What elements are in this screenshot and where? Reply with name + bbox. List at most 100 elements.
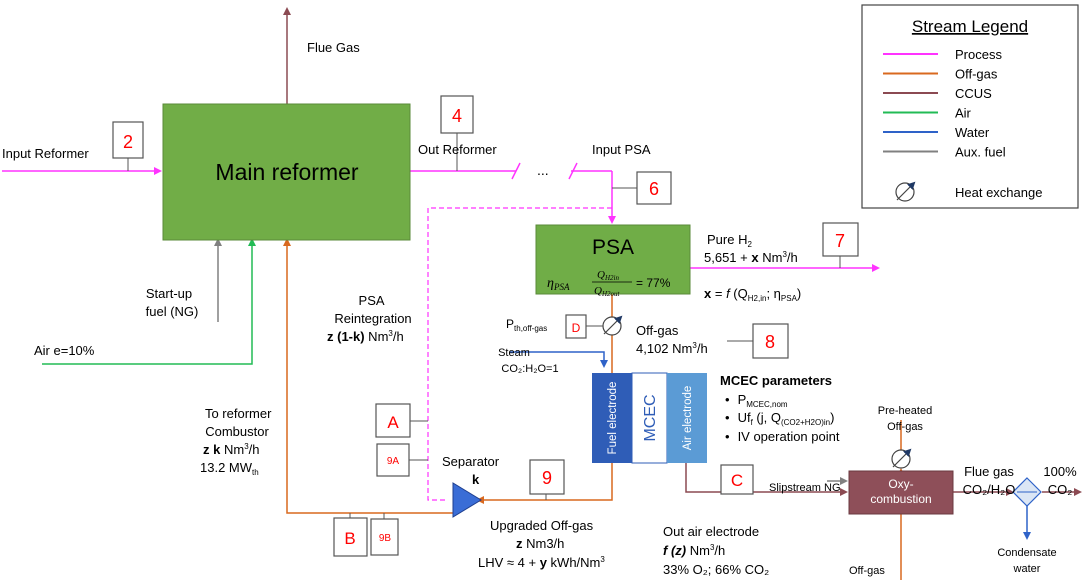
oxy-combustion-block — [848, 470, 954, 515]
mcec-label: MCEC — [642, 394, 659, 441]
number-8-label: 8 — [765, 332, 775, 352]
number-box-8 — [752, 323, 789, 359]
pth-offgas-label: Pth,off-gas — [506, 317, 547, 333]
out-air-electrode-composition: 33% O₂; 66% CO₂ — [663, 562, 769, 577]
upgraded-offgas-label: Upgraded Off-gas — [490, 518, 594, 533]
number-D-label: D — [572, 321, 581, 335]
offgas-psa-label: Off-gas — [636, 323, 679, 338]
air-stream — [42, 238, 256, 365]
mcec-param-2: •Uff (j, Q(CO2+H2O)in) — [725, 410, 834, 427]
offgas-psa-flow: 4,102 Nm3/h — [636, 341, 708, 356]
flue-gas-top-label: Flue Gas — [307, 40, 360, 55]
legend-label-aux: Aux. fuel — [955, 145, 1006, 160]
ellipsis-label: ... — [537, 162, 549, 178]
upgraded-offgas-flow: z Nm3/h — [516, 536, 564, 551]
mcec-params-title: MCEC parameters — [720, 373, 832, 388]
number-7-label: 7 — [835, 231, 845, 251]
number-box-9A — [376, 443, 410, 477]
psa-efficiency-formula: ηPSA QH2in QH2out = 77% — [547, 269, 671, 298]
number-box-A — [375, 403, 411, 438]
legend-label-air: Air — [955, 106, 972, 121]
legend-label-ccus: CCUS — [955, 86, 992, 101]
number-box-2 — [112, 121, 144, 159]
to-reformer-power: 13.2 MWth — [200, 460, 259, 477]
number-C-label: C — [731, 471, 743, 490]
legend-label-process: Process — [955, 47, 1002, 62]
mcec-param-1: •PMCEC,nom — [725, 392, 788, 409]
pure-h2-label: Pure H2 — [707, 232, 752, 249]
number-A-label: A — [387, 413, 399, 432]
out-reformer-label: Out Reformer — [418, 142, 497, 157]
number-box-C — [720, 464, 754, 495]
number-9A-label: 9A — [387, 456, 400, 467]
input-reformer-label: Input Reformer — [2, 146, 89, 161]
break-mark-2 — [568, 162, 578, 180]
number-box-7 — [822, 222, 859, 257]
svg-text:ηPSA: ηPSA — [547, 276, 570, 292]
fuel-electrode-block — [592, 373, 632, 463]
psa-reintegration-stream — [427, 207, 612, 501]
upgraded-offgas-lhv: LHV ≈ 4 + y kWh/Nm3 — [478, 555, 605, 570]
number-box-B — [333, 517, 368, 557]
number-box-9 — [529, 459, 565, 495]
main-reformer-label: Main reformer — [215, 159, 358, 185]
air-label: Air e=10% — [34, 343, 95, 358]
offgas-to-reformer-stream — [283, 238, 455, 514]
air-electrode-label: Air electrode — [682, 386, 694, 451]
main-reformer-block — [162, 103, 411, 241]
psa-label: PSA — [592, 236, 634, 259]
number-box-9B — [370, 518, 399, 556]
separator-k-label: k — [472, 472, 480, 487]
upgraded-offgas-stream — [476, 463, 613, 504]
number-9-label: 9 — [542, 468, 552, 488]
oxy-combustion-label: Oxy-combustion — [870, 477, 931, 506]
number-box-D — [565, 314, 587, 339]
air-electrode-block — [667, 373, 707, 463]
number-2-label: 2 — [123, 132, 133, 152]
number-9B-label: 9B — [379, 533, 392, 544]
psa-reintegration-flow: z (1-k) Nm3/h — [327, 329, 404, 344]
number-box-4 — [440, 95, 474, 134]
offgas-bottom-label: Off-gas — [849, 565, 885, 577]
mcec-block — [631, 372, 668, 464]
svg-text:= 77%: = 77% — [636, 276, 671, 290]
heat-exchange-icon — [895, 181, 916, 202]
out-air-electrode-stream — [685, 463, 848, 496]
input-psa-label: Input PSA — [592, 142, 651, 157]
x-equation: x = f (QH2,in; ηPSA) — [704, 286, 801, 303]
heat-exchanger-psa-icon — [602, 315, 623, 336]
legend-label-water: Water — [955, 125, 990, 140]
legend-heat-exchange-label: Heat exchange — [955, 185, 1042, 200]
separator-label: Separator — [442, 454, 500, 469]
steam-stream — [510, 351, 608, 368]
number-B-label: B — [344, 529, 355, 548]
fuel-electrode-label: Fuel electrode — [607, 382, 619, 455]
legend-title: Stream Legend — [912, 17, 1028, 36]
heat-exchanger-oxy-icon — [891, 448, 912, 469]
number-6-label: 6 — [649, 179, 659, 199]
slipstream-label: Slipstream NG — [769, 482, 841, 494]
to-reformer-label: To reformer Combustor — [205, 406, 275, 439]
separator-triangle — [452, 482, 482, 518]
to-reformer-flow: z k Nm3/h — [203, 442, 259, 457]
mcec-param-3: •IV operation point — [725, 429, 840, 444]
svg-text:QH2out: QH2out — [594, 285, 621, 298]
number-box-6 — [636, 171, 672, 205]
psa-reintegration-label: PSA Reintegration — [334, 293, 411, 326]
pure-h2-flow: 5,651 + x Nm3/h — [704, 250, 798, 265]
out-air-electrode-label: Out air electrode — [663, 524, 759, 539]
legend-label-offgas: Off-gas — [955, 67, 998, 82]
svg-text:QH2in: QH2in — [597, 269, 619, 282]
psa-block — [535, 224, 691, 295]
co2-pure-label: 100%CO₂ — [1043, 464, 1077, 497]
break-mark-1 — [511, 162, 521, 180]
number-4-label: 4 — [452, 106, 462, 126]
